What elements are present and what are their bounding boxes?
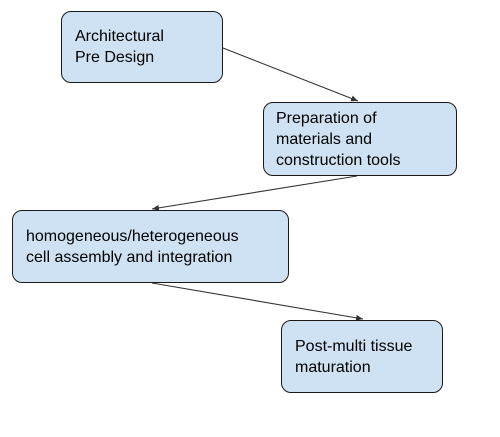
node-label: Post-multi tissue maturation (295, 337, 413, 376)
node-cell-assembly-integration: homogeneous/heterogeneous cell assembly … (12, 210, 289, 283)
node-label: homogeneous/heterogeneous cell assembly … (26, 227, 239, 266)
edge-preparation-to-cell-assembly (151, 175, 358, 211)
edge-cell-assembly-to-maturation (151, 282, 364, 321)
node-label: Preparation of materials and constructio… (276, 109, 401, 169)
node-label: Architectural Pre Design (75, 28, 164, 66)
node-preparation-of-materials: Preparation of materials and constructio… (263, 102, 457, 176)
node-architectural-pre-design: Architectural Pre Design (61, 11, 223, 83)
edge-pre-design-to-preparation (222, 47, 359, 102)
node-post-multi-tissue-maturation: Post-multi tissue maturation (281, 320, 443, 393)
